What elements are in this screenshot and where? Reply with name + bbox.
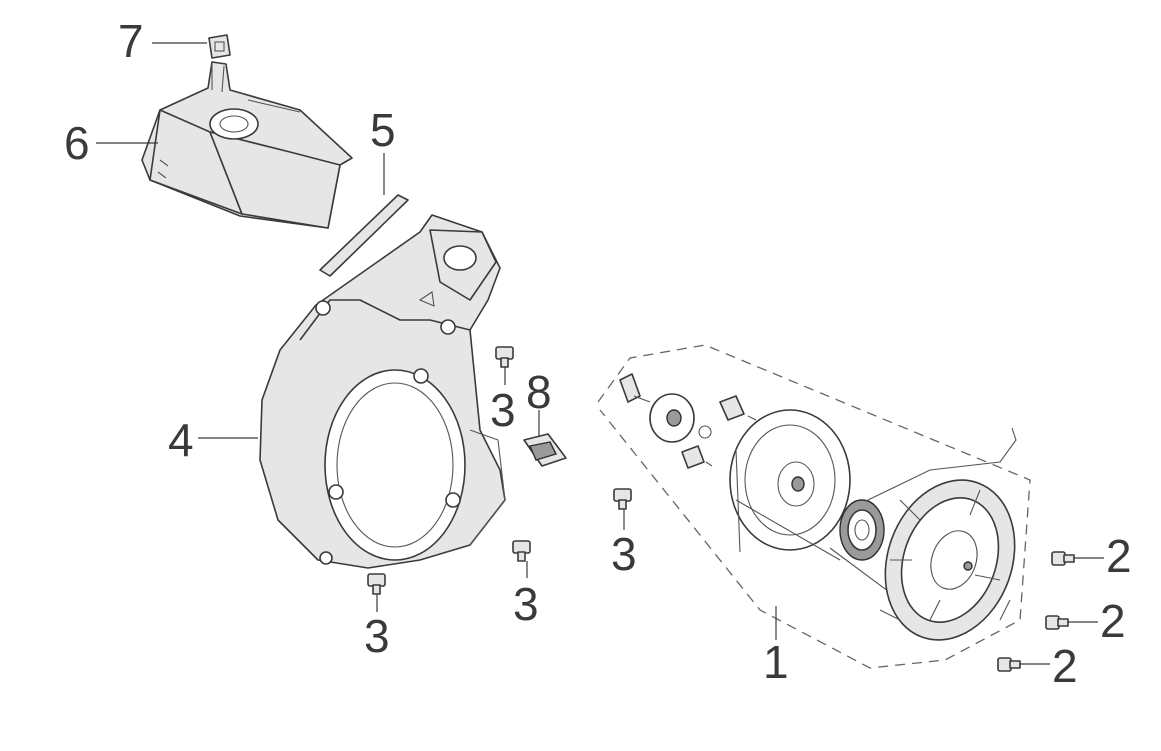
callout-3-d: 3 [364, 610, 390, 662]
part-5-gasket-strip [319, 194, 409, 277]
part-3-bolt-d [367, 573, 386, 595]
part-2-screw-b [1045, 615, 1069, 630]
callout-3-a: 3 [490, 384, 516, 436]
part-4-blower-housing [259, 214, 506, 569]
part-1-recoil-starter [597, 344, 1031, 669]
part-3-bolt-c [512, 540, 531, 562]
callout-2-a: 2 [1106, 530, 1132, 582]
callout-7: 7 [118, 15, 144, 67]
callout-3-b: 3 [611, 528, 637, 580]
part-2-screw-a [1051, 551, 1075, 566]
callout-2-b: 2 [1100, 595, 1126, 647]
callout-5: 5 [370, 104, 396, 156]
part-8-bracket [523, 433, 567, 467]
callout-3-c: 3 [513, 578, 539, 630]
callout-2-c: 2 [1052, 640, 1078, 692]
callout-6: 6 [64, 117, 90, 169]
part-3-bolt-b [613, 488, 632, 510]
callout-4: 4 [168, 414, 194, 466]
callout-labels: 7 6 5 4 3 8 3 3 3 1 2 2 2 [64, 15, 1132, 692]
leader-lines [96, 42, 1104, 665]
callout-8: 8 [526, 366, 552, 418]
part-6-air-duct [141, 61, 353, 229]
part-2-screw-c [997, 657, 1021, 672]
part-3-bolt-a [495, 346, 514, 368]
callout-1: 1 [763, 636, 789, 688]
part-7-clip-nut [208, 34, 231, 59]
